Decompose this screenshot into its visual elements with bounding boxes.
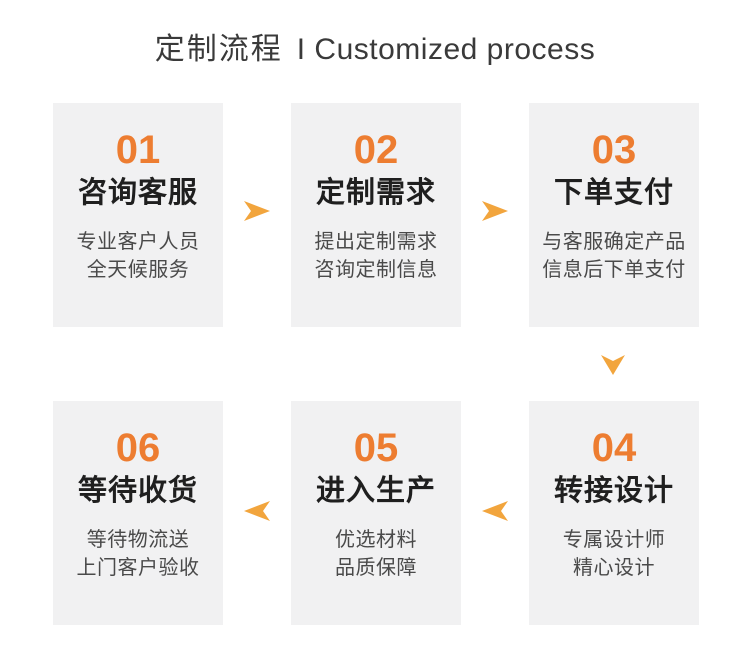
- step-card-06: 06 等待收货 等待物流送 上门客户验收: [53, 401, 223, 625]
- arrow-left-icon: [244, 501, 270, 521]
- arrow-right-icon: [482, 201, 508, 221]
- step-description: 提出定制需求 咨询定制信息: [291, 228, 461, 284]
- step-number: 05: [353, 426, 399, 470]
- arrow-right-icon: [244, 201, 270, 221]
- step-number: 04: [591, 426, 637, 470]
- page-title-en: I Customized process: [296, 33, 596, 66]
- step-description-line: 咨询定制信息: [314, 258, 438, 281]
- step-description-line: 专业客户人员: [76, 230, 200, 253]
- step-description: 等待物流送 上门客户验收: [53, 526, 223, 582]
- step-number: 06: [115, 426, 161, 470]
- step-title: 转接设计: [553, 475, 674, 507]
- step-number: 03: [591, 128, 637, 172]
- step-title: 咨询客服: [77, 177, 198, 209]
- step-description-line: 品质保障: [335, 556, 417, 579]
- step-description-line: 优选材料: [335, 528, 417, 551]
- step-description: 优选材料 品质保障: [291, 526, 461, 582]
- step-number: 02: [353, 128, 399, 172]
- step-number: 01: [115, 128, 161, 172]
- step-description-line: 与客服确定产品: [542, 230, 686, 253]
- step-card-04: 04 转接设计 专属设计师 精心设计: [529, 401, 699, 625]
- step-card-03: 03 下单支付 与客服确定产品 信息后下单支付: [529, 103, 699, 327]
- arrow-left-icon: [482, 501, 508, 521]
- page-title-zh: 定制流程: [154, 33, 283, 66]
- step-description-line: 等待物流送: [86, 528, 190, 551]
- step-description-line: 全天候服务: [86, 258, 190, 281]
- page-title: 定制流程 I Customized process: [0, 24, 750, 68]
- step-description-line: 上门客户验收: [76, 556, 200, 579]
- step-card-02: 02 定制需求 提出定制需求 咨询定制信息: [291, 103, 461, 327]
- step-title: 下单支付: [553, 177, 674, 209]
- step-title: 定制需求: [315, 177, 436, 209]
- step-title: 进入生产: [315, 475, 436, 507]
- step-description-line: 精心设计: [573, 556, 655, 579]
- step-description-line: 专属设计师: [562, 528, 666, 551]
- step-description-line: 提出定制需求: [314, 230, 438, 253]
- step-description: 专业客户人员 全天候服务: [53, 228, 223, 284]
- step-card-05: 05 进入生产 优选材料 品质保障: [291, 401, 461, 625]
- step-description: 与客服确定产品 信息后下单支付: [529, 228, 699, 284]
- step-description-line: 信息后下单支付: [542, 258, 686, 281]
- step-description: 专属设计师 精心设计: [529, 526, 699, 582]
- step-card-01: 01 咨询客服 专业客户人员 全天候服务: [53, 103, 223, 327]
- arrow-down-icon: [601, 355, 625, 375]
- step-title: 等待收货: [77, 475, 198, 507]
